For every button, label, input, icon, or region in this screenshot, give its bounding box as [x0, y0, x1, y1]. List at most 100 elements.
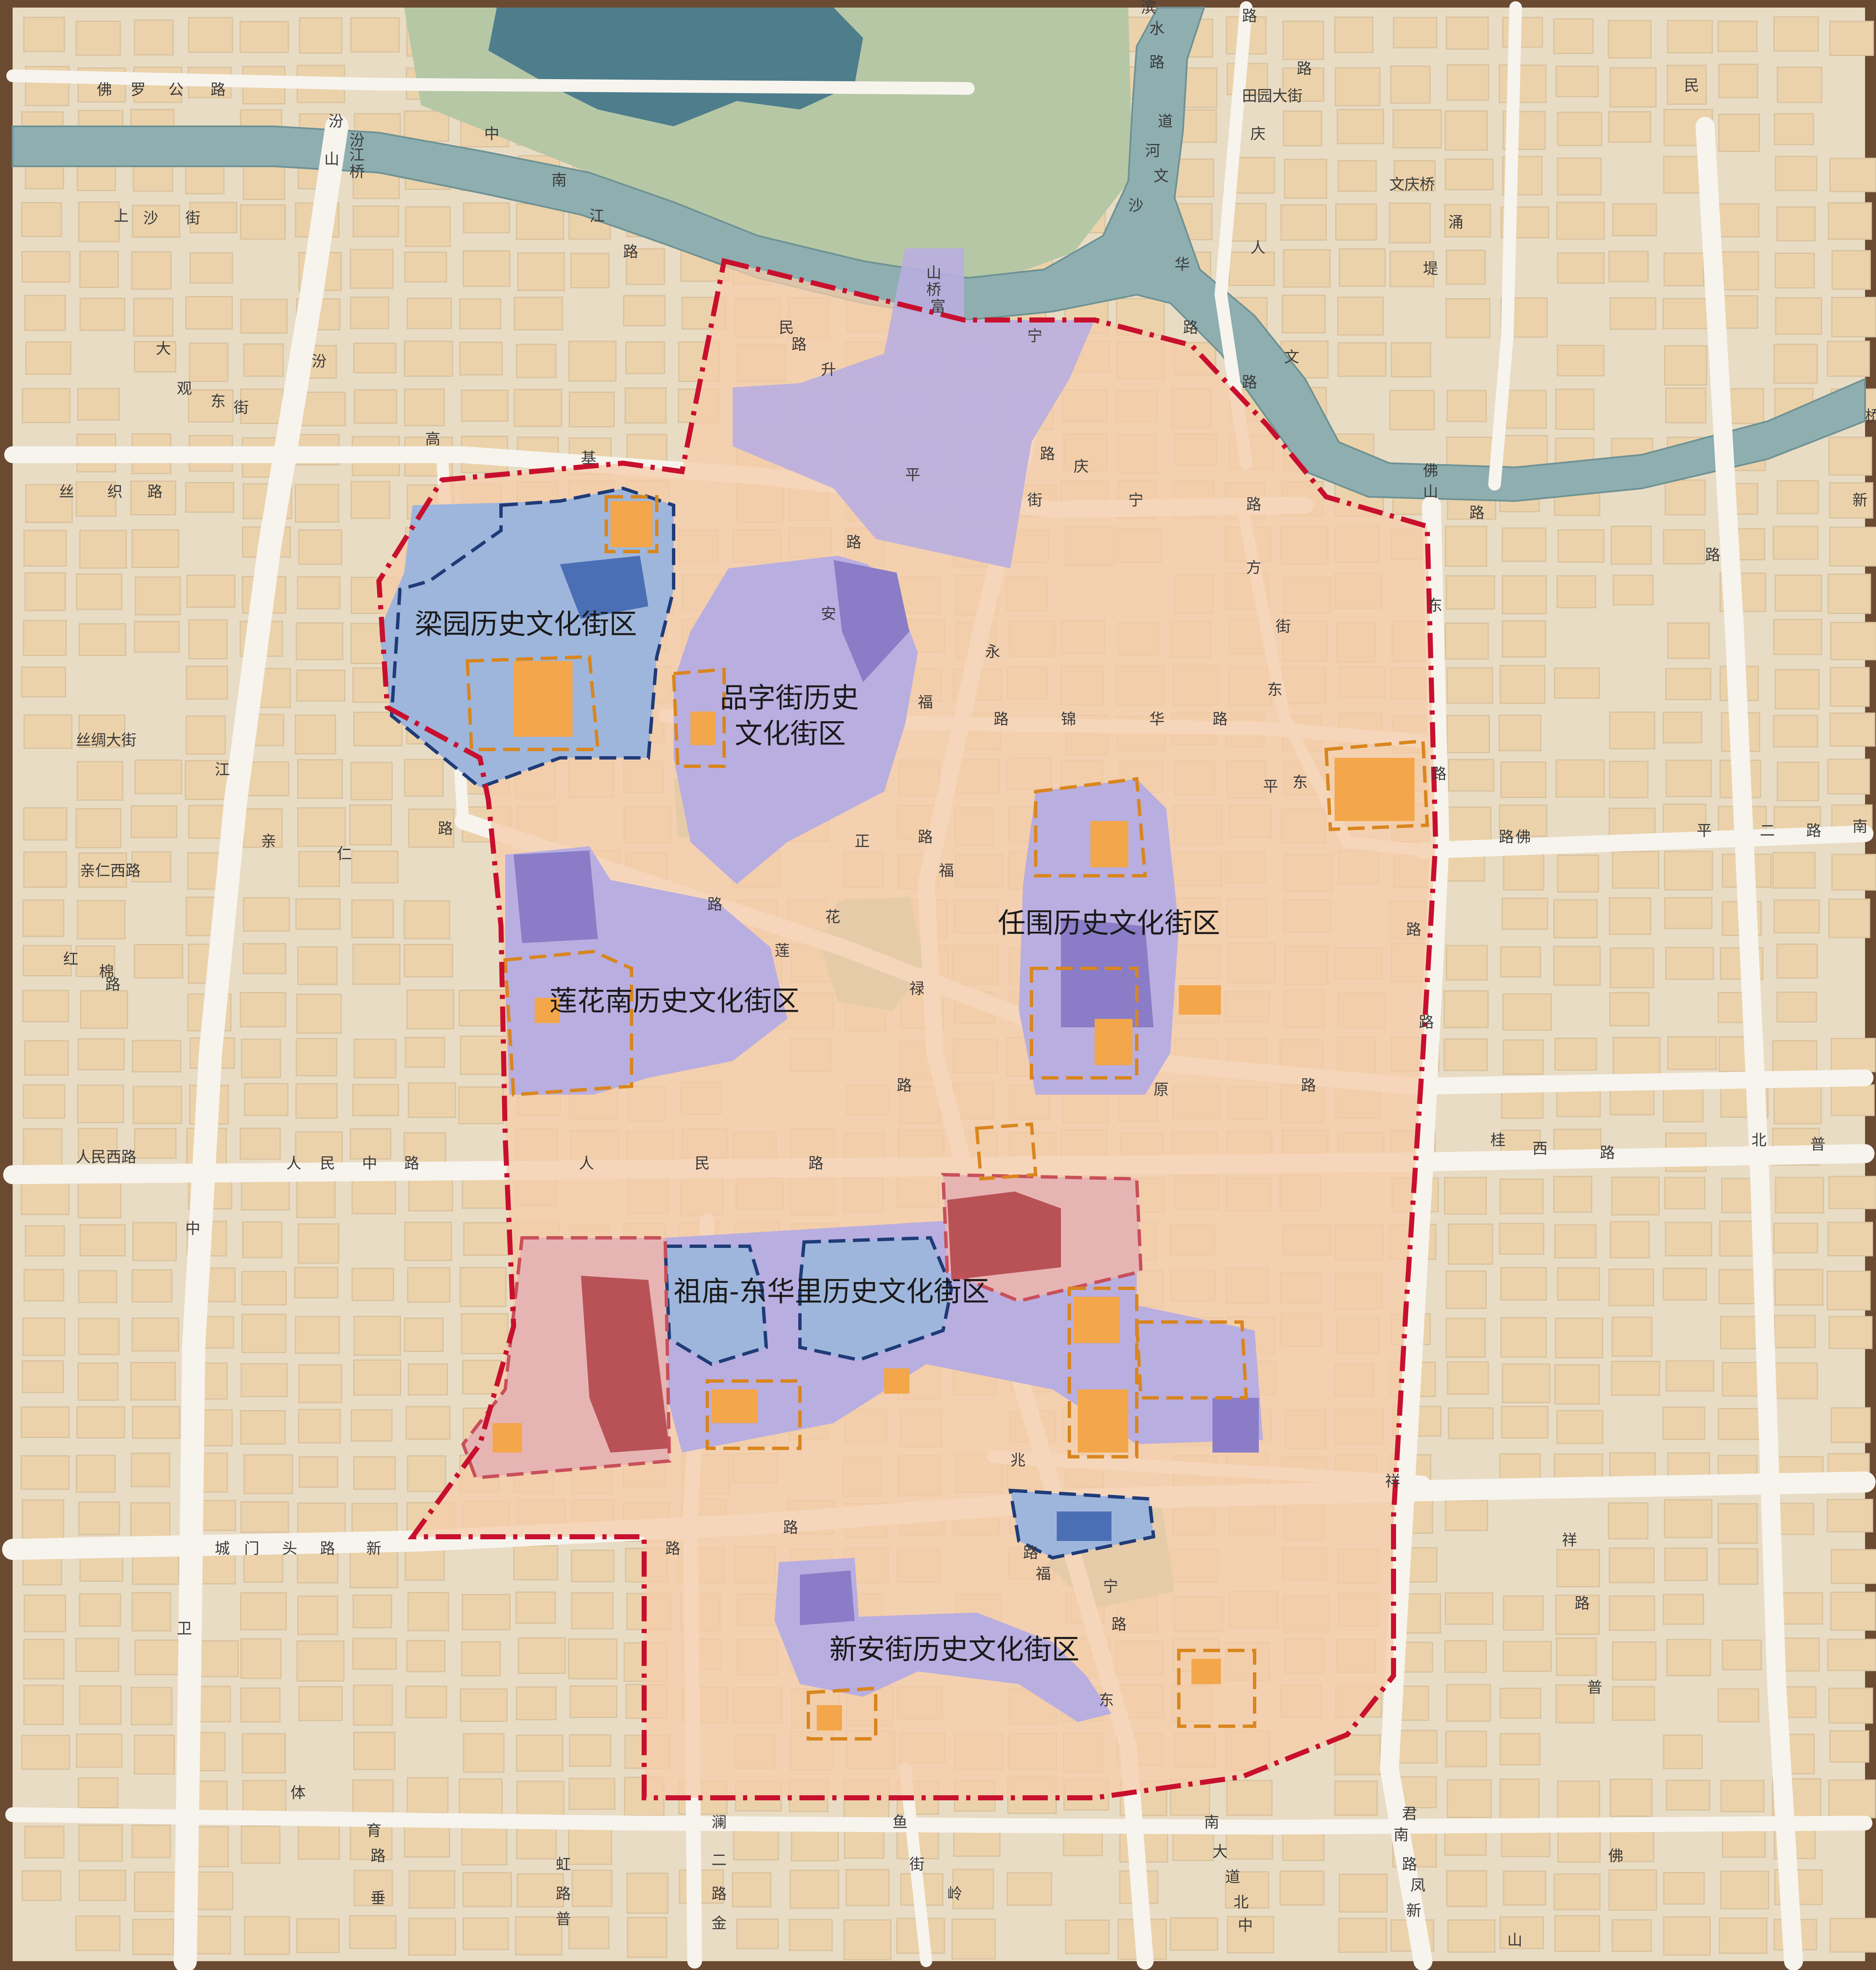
city-block	[408, 1176, 453, 1212]
road-label: 街	[1276, 618, 1291, 635]
city-block	[1776, 206, 1816, 242]
city-block	[297, 1595, 338, 1635]
city-block	[351, 1503, 398, 1534]
city-block	[1607, 1502, 1649, 1540]
city-block	[1665, 760, 1712, 797]
city-block	[1498, 714, 1542, 752]
city-block	[1554, 1224, 1596, 1258]
district-label-liangyuan[interactable]: 梁园历史文化街区	[415, 608, 637, 640]
city-block	[130, 1362, 176, 1401]
city-block	[514, 296, 563, 331]
city-block	[462, 1917, 509, 1950]
city-block	[240, 1410, 286, 1445]
district-label-xinanjie[interactable]: 新安街历史文化街区	[829, 1633, 1079, 1666]
road-hua	[1695, 117, 1803, 1970]
city-block	[1612, 1037, 1661, 1077]
city-block	[1775, 669, 1820, 709]
city-block	[1393, 17, 1437, 48]
city-block	[240, 388, 284, 424]
road-label: 路	[147, 483, 163, 501]
city-block	[1666, 1639, 1711, 1677]
city-block	[295, 1316, 340, 1354]
city-block	[1554, 1037, 1597, 1071]
city-block	[1556, 1549, 1600, 1588]
road-label: 街	[909, 1856, 925, 1873]
city-block	[353, 1039, 397, 1079]
city-block	[1664, 1547, 1708, 1581]
city-block	[22, 1317, 66, 1356]
road-label: 大	[156, 340, 171, 357]
city-block	[298, 1364, 343, 1403]
road-label: 路	[1212, 711, 1228, 728]
city-block	[1718, 1408, 1766, 1440]
city-block	[403, 110, 450, 142]
city-block	[1662, 1406, 1705, 1440]
city-block	[1773, 618, 1823, 655]
road-label: 汾	[349, 132, 365, 149]
district-label-pinzijie-line1[interactable]: 品字街历史	[720, 682, 859, 714]
city-block	[461, 1313, 509, 1354]
road-label: 南	[1394, 1826, 1409, 1844]
city-block	[1554, 1915, 1600, 1952]
district-label-renwei[interactable]: 任围历史文化街区	[998, 907, 1220, 939]
road-label: 文	[1284, 349, 1299, 366]
city-block	[1391, 342, 1431, 378]
city-block	[1227, 1916, 1274, 1954]
road-label: 桂	[1490, 1132, 1506, 1149]
district-label-lianhuanan[interactable]: 莲花南历史文化街区	[549, 985, 799, 1017]
city-block	[186, 666, 228, 700]
city-block	[240, 992, 286, 1028]
city-block	[75, 1638, 120, 1672]
city-block	[1225, 1871, 1269, 1909]
city-block	[569, 1734, 612, 1767]
road-label: 南	[1204, 1814, 1219, 1831]
city-block	[241, 1313, 287, 1353]
city-block	[1772, 852, 1816, 889]
road-label: 垂	[370, 1890, 386, 1907]
city-block	[242, 1221, 282, 1258]
road-label: 街	[185, 210, 200, 227]
city-block	[404, 759, 444, 797]
city-block	[1446, 249, 1486, 285]
city-block	[188, 389, 234, 423]
district-labels: 梁园历史文化街区 品字街历史 文化街区 任围历史文化街区 莲花南历史文化街区 祖…	[415, 608, 1220, 1666]
road-label: 路	[711, 1885, 727, 1903]
city-block	[242, 808, 283, 848]
city-block	[20, 1455, 70, 1490]
district-label-pinzijie-line2[interactable]: 文化街区	[735, 717, 846, 750]
city-block	[352, 1084, 399, 1117]
city-block	[1392, 109, 1442, 149]
heritage-block	[1078, 1389, 1128, 1453]
city-block	[1609, 1595, 1655, 1631]
road-label: 东	[1099, 1692, 1114, 1709]
city-block	[1555, 1594, 1600, 1635]
city-block	[1334, 1734, 1381, 1775]
city-block	[1720, 1871, 1769, 1909]
city-block	[297, 1502, 346, 1535]
city-block	[1445, 575, 1495, 610]
city-block	[1607, 20, 1652, 59]
city-block	[1448, 1223, 1493, 1265]
city-block	[189, 252, 233, 284]
city-block	[1555, 65, 1599, 97]
road-label: 南	[552, 172, 567, 189]
city-block	[1718, 113, 1760, 152]
outline-orange-11	[672, 667, 726, 768]
road-label: 河	[1145, 142, 1160, 160]
road-qing	[1488, 1, 1522, 491]
city-block	[732, 1872, 772, 1908]
city-block	[184, 760, 228, 800]
city-block	[623, 295, 666, 327]
city-block	[513, 1545, 558, 1581]
road-label: 基	[581, 450, 596, 467]
city-block	[1831, 297, 1876, 338]
road-label: 路	[1406, 921, 1421, 938]
district-label-zumiao[interactable]: 祖庙-东华里历史文化街区	[674, 1275, 989, 1308]
road-label: 路	[1419, 1014, 1434, 1031]
city-block	[1775, 1177, 1824, 1214]
city-block	[407, 1455, 446, 1493]
city-block	[1173, 158, 1214, 198]
city-block	[516, 344, 557, 379]
road-label: 路	[1242, 374, 1257, 391]
